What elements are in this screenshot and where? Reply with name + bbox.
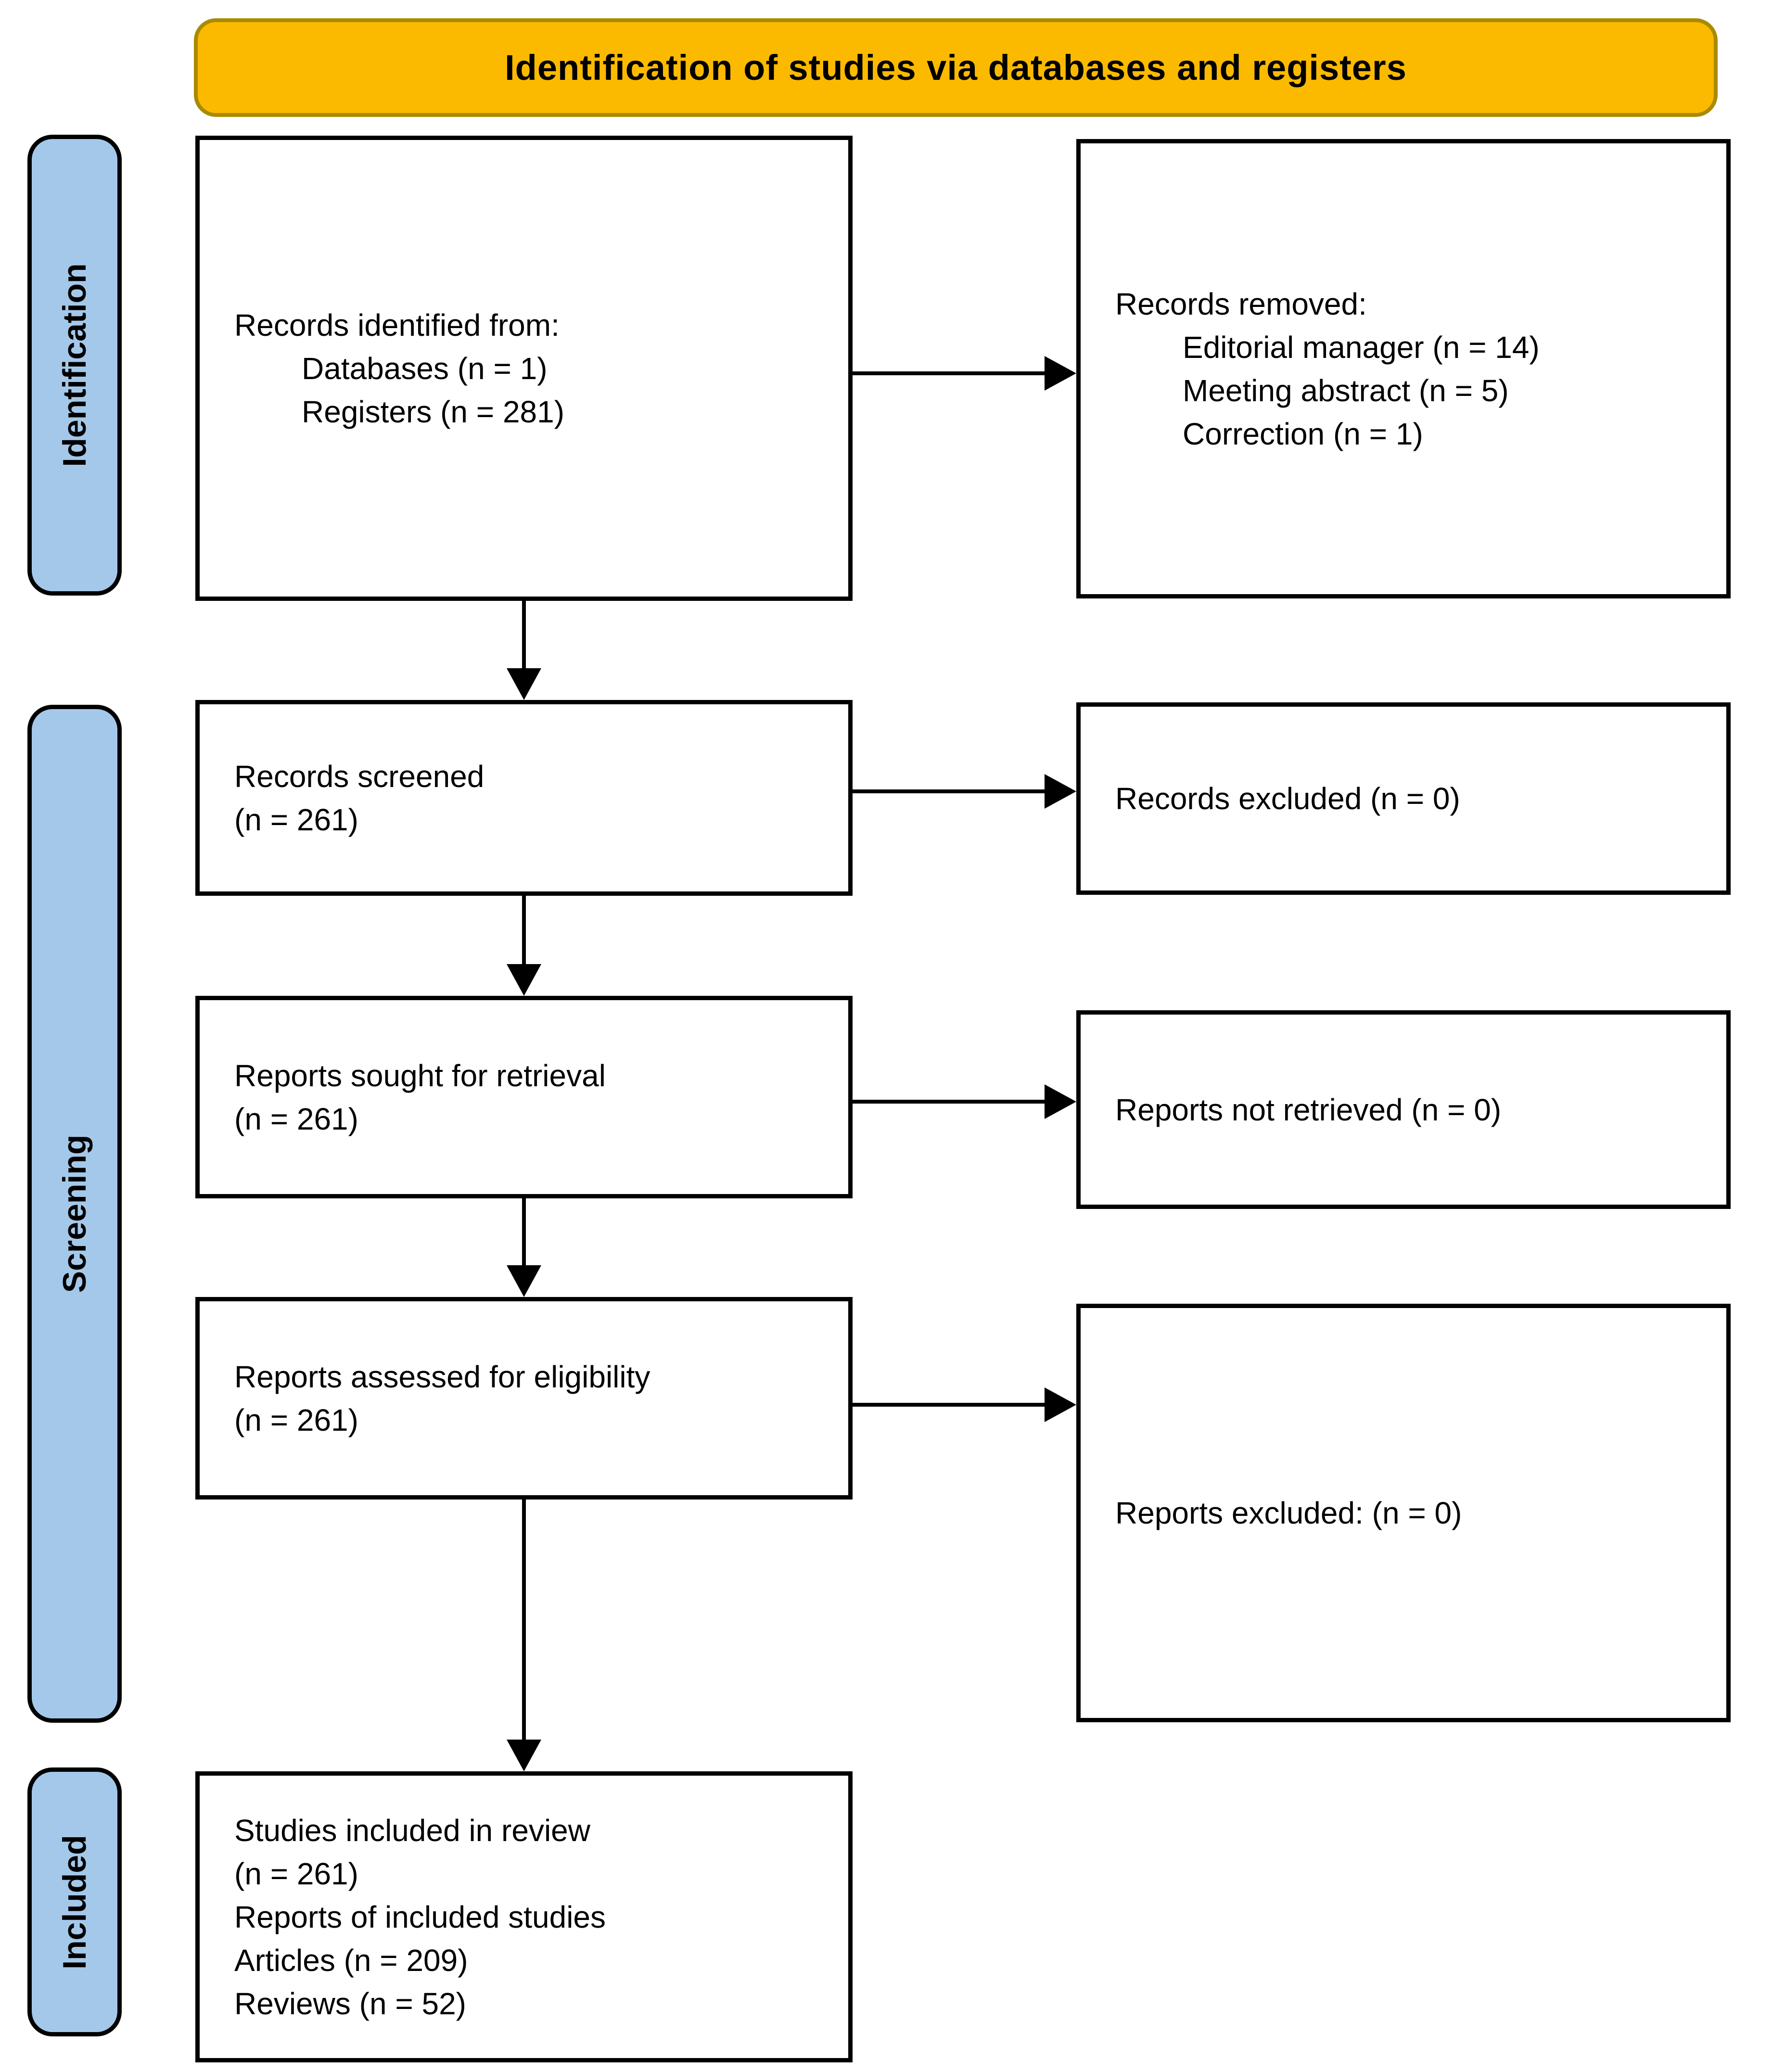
arrow-sought-to-not-retrieved-head: [1045, 1084, 1076, 1119]
diagram-title-banner: Identification of studies via databases …: [194, 18, 1718, 117]
box-records-removed: Records removed: Editorial manager (n = …: [1076, 139, 1731, 598]
arrow-screened-to-excluded-head: [1045, 774, 1076, 809]
arrow-identified-to-removed-line: [853, 371, 1046, 375]
box-reports-excluded: Reports excluded: (n = 0): [1076, 1304, 1731, 1722]
stage-label-included-text: Included: [56, 1834, 93, 1970]
box-line: Registers (n = 281): [302, 394, 565, 429]
box-records-identified: Records identified from: Databases (n = …: [195, 136, 853, 601]
box-line: (n = 261): [234, 1856, 358, 1891]
diagram-title: Identification of studies via databases …: [505, 48, 1407, 88]
box-line: Records screened: [234, 759, 484, 794]
box-line: Articles (n = 209): [234, 1943, 468, 1978]
stage-label-included: Included: [27, 1767, 122, 2036]
box-line: Databases (n = 1): [302, 351, 548, 386]
box-line: Editorial manager (n = 14): [1183, 330, 1540, 365]
arrow-assessed-to-reports-excluded-line: [853, 1403, 1046, 1407]
arrow-sought-to-assessed-head: [507, 1265, 541, 1297]
box-records-screened: Records screened (n = 261): [195, 700, 853, 896]
box-studies-included: Studies included in review (n = 261) Rep…: [195, 1771, 853, 2062]
stage-label-screening-text: Screening: [56, 1134, 93, 1293]
arrow-assessed-to-reports-excluded-head: [1045, 1387, 1076, 1422]
box-line: Reports sought for retrieval: [234, 1058, 606, 1093]
box-reports-not-retrieved: Reports not retrieved (n = 0): [1076, 1010, 1731, 1209]
box-line: Reports not retrieved (n = 0): [1115, 1092, 1502, 1127]
arrow-identified-to-screened-line: [522, 601, 526, 670]
box-line: Reviews (n = 52): [234, 1986, 466, 2021]
arrow-assessed-to-included-head: [507, 1740, 541, 1771]
box-line: Studies included in review: [234, 1813, 590, 1848]
stage-label-identification: Identification: [27, 135, 122, 596]
arrow-screened-to-excluded-line: [853, 789, 1046, 793]
box-line: Records removed:: [1115, 286, 1367, 321]
box-records-excluded: Records excluded (n = 0): [1076, 702, 1731, 895]
box-line: (n = 261): [234, 1101, 358, 1136]
arrow-identified-to-screened-head: [507, 668, 541, 700]
arrow-screened-to-sought-head: [507, 964, 541, 996]
stage-label-identification-text: Identification: [56, 263, 93, 467]
box-line: Meeting abstract (n = 5): [1183, 373, 1509, 408]
arrow-sought-to-not-retrieved-line: [853, 1100, 1046, 1104]
arrow-screened-to-sought-line: [522, 896, 526, 965]
arrow-sought-to-assessed-line: [522, 1198, 526, 1266]
box-line: Reports of included studies: [234, 1899, 606, 1934]
arrow-identified-to-removed-head: [1045, 356, 1076, 391]
box-line: Records excluded (n = 0): [1115, 781, 1460, 816]
box-line: Records identified from:: [234, 307, 560, 343]
box-reports-assessed: Reports assessed for eligibility (n = 26…: [195, 1297, 853, 1500]
box-line: Correction (n = 1): [1183, 416, 1423, 451]
box-line: Reports assessed for eligibility: [234, 1359, 650, 1394]
box-reports-sought: Reports sought for retrieval (n = 261): [195, 996, 853, 1198]
box-line: (n = 261): [234, 1402, 358, 1437]
stage-label-screening: Screening: [27, 705, 122, 1723]
box-line: Reports excluded: (n = 0): [1115, 1496, 1462, 1530]
arrow-assessed-to-included-line: [522, 1500, 526, 1741]
box-line: (n = 261): [234, 802, 358, 837]
